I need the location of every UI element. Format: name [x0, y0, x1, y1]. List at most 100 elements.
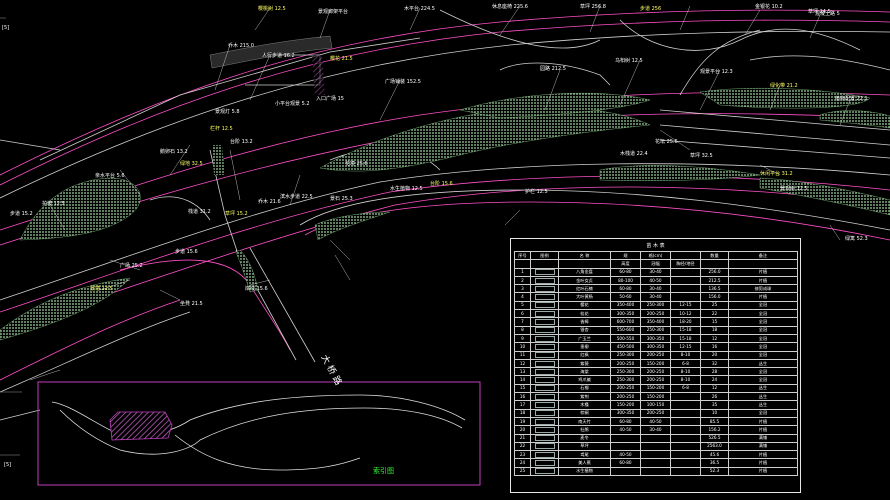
table-cell: 12 — [700, 333, 729, 344]
table-cell: 全冠 — [728, 350, 798, 360]
table-cell — [670, 416, 701, 427]
table-cell: 片植 — [728, 275, 798, 286]
table-header-row: 序号图例名 称规格(cm)数量备注 — [514, 250, 798, 261]
legend-symbol-icon — [534, 451, 555, 458]
table-cell: 美人蕉 — [558, 458, 611, 468]
legend-symbol-cell — [530, 400, 559, 410]
legend-symbol-icon — [534, 285, 555, 292]
legend-symbol-cell — [530, 275, 559, 286]
plan-annotation-label: 景石 25.3 — [330, 196, 353, 202]
table-cell: 30-40 — [640, 425, 671, 435]
table-header-cell — [700, 259, 729, 269]
table-cell: 香樟 — [558, 317, 611, 327]
table-cell: 40-50 — [610, 425, 641, 435]
table-cell: 300-350 — [610, 309, 641, 319]
table-cell: 26 — [700, 392, 729, 402]
plan-annotation-label: 小平台观景 5.2 — [275, 101, 310, 107]
table-cell — [610, 433, 641, 443]
table-cell: 300-350 — [640, 342, 671, 352]
plan-annotation-label: 步道 15.2 — [10, 211, 33, 217]
plan-annotation-label: 乌桕树 12.5 — [615, 58, 643, 64]
legend-symbol-icon — [534, 385, 555, 392]
table-cell — [670, 400, 701, 410]
plan-annotation-label: 绿化带 21.2 — [770, 83, 798, 89]
table-cell: 526.5 — [700, 433, 729, 443]
plan-annotation-label: 草坪 24.5 — [808, 9, 831, 15]
plan-annotation-label: 绿篱 52.3 — [845, 236, 868, 242]
table-cell: 片植 — [728, 292, 798, 302]
legend-symbol-cell — [530, 466, 559, 477]
plan-annotation-label: 人行步道 16.2 — [262, 53, 295, 59]
plan-annotation-label: 广场铺装 152.5 — [385, 79, 421, 85]
table-cell: 18 — [700, 325, 729, 335]
table-cell: 256.0 — [700, 267, 729, 277]
table-cell — [670, 441, 701, 452]
table-cell: 250-300 — [640, 325, 671, 335]
legend-symbol-icon — [534, 302, 555, 309]
table-cell: 杜鹃 — [558, 425, 611, 435]
table-cell: 40-50 — [610, 450, 641, 460]
table-header-cell: 名 称 — [558, 250, 611, 261]
table-cell: 海棠 — [558, 367, 611, 377]
table-cell: 500-550 — [610, 333, 641, 344]
plan-annotation-label: 休闲平台 31.2 — [760, 171, 793, 177]
table-cell: 450-500 — [610, 342, 641, 352]
table-cell: 85.5 — [700, 416, 729, 427]
table-cell: 6 — [514, 309, 531, 319]
plan-annotation-label: 木栈道 22.4 — [620, 151, 648, 157]
plan-annotation-label: 草坪 32.5 — [690, 153, 713, 159]
legend-symbol-cell — [530, 367, 559, 377]
table-cell: 15 — [700, 317, 729, 327]
table-cell: 250-300 — [610, 350, 641, 360]
legend-symbol-icon — [534, 343, 555, 350]
table-cell: 30-40 — [640, 284, 671, 294]
table-cell — [670, 450, 701, 460]
table-cell: 350-400 — [640, 317, 671, 327]
leader-lines — [29, 5, 851, 381]
table-cell: 红枫 — [558, 350, 611, 360]
plan-annotation-label: 景观廊架平台 — [318, 9, 349, 15]
table-cell: 片植 — [728, 416, 798, 427]
table-cell: 木槿 — [558, 400, 611, 410]
legend-symbol-cell — [530, 350, 559, 360]
plan-annotation-label: 观景平台 12.3 — [700, 69, 733, 75]
legend-symbol-cell — [530, 342, 559, 352]
left-scale-label-bottom: [5] — [4, 462, 12, 468]
table-cell: 22 — [514, 441, 531, 452]
plan-annotation-label: 花坛 25.6 — [655, 139, 678, 145]
table-header-cell — [670, 250, 701, 261]
legend-symbol-cell — [530, 433, 559, 443]
table-cell: 350-400 — [610, 300, 641, 311]
table-cell: 17 — [514, 400, 531, 410]
table-cell: 5 — [514, 300, 531, 311]
plan-annotation-label: 栏杆 12.5 — [210, 126, 233, 132]
table-cell: 156.2 — [700, 425, 729, 435]
plan-annotation-label: 广场 25.2 — [120, 263, 143, 269]
table-cell: 片植 — [728, 466, 798, 477]
table-cell: 36.5 — [700, 458, 729, 468]
legend-symbol-cell — [530, 392, 559, 402]
table-cell: 桂花 — [558, 309, 611, 319]
table-cell: 300-350 — [640, 333, 671, 344]
legend-symbol-cell — [530, 309, 559, 319]
table-cell: 全冠 — [728, 300, 798, 311]
table-cell: 35 — [700, 400, 729, 410]
table-cell: 13 — [514, 367, 531, 377]
table-cell: 200-250 — [640, 408, 671, 418]
table-cell: 金叶女贞 — [558, 275, 611, 286]
table-cell: 50-60 — [610, 292, 641, 302]
plan-annotation-label: 栈道 31.2 — [188, 209, 211, 215]
table-cell: 2563.0 — [700, 441, 729, 452]
legend-symbol-icon — [534, 327, 555, 334]
plan-annotation-label: 坐凳 21.5 — [180, 301, 203, 307]
table-cell: 全冠 — [728, 342, 798, 352]
